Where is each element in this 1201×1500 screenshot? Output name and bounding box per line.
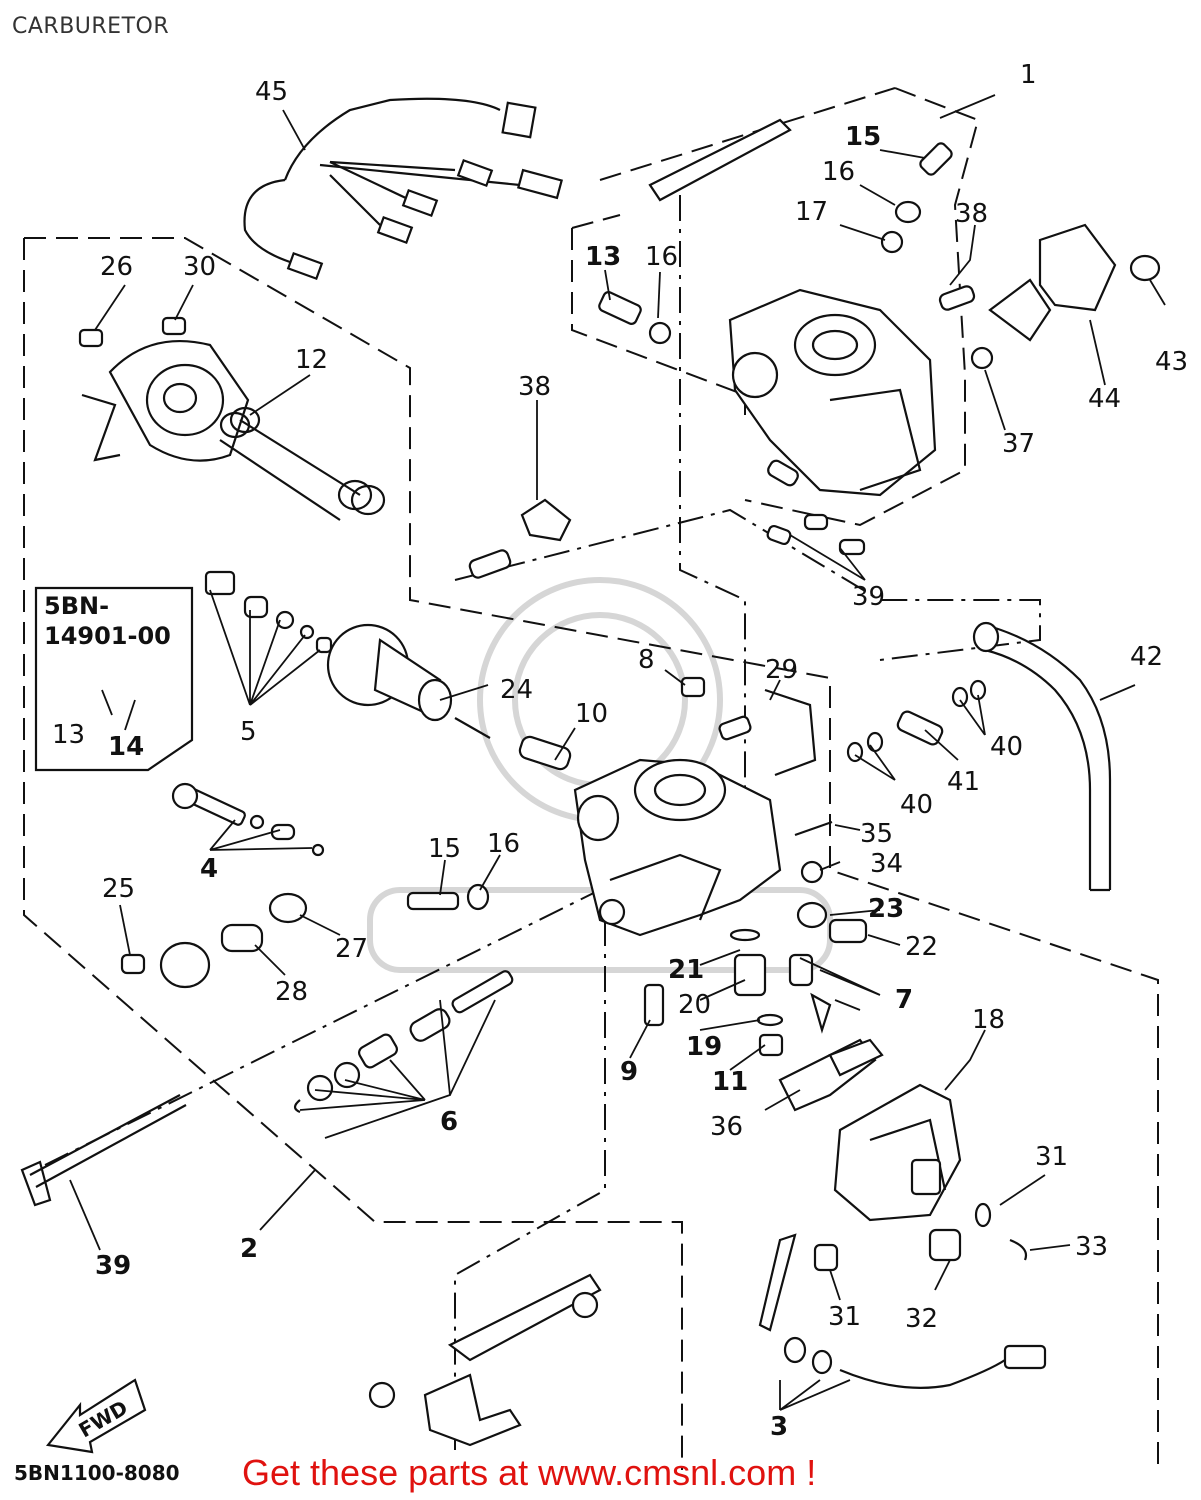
callout-21: 21 xyxy=(668,955,704,985)
group-outlines xyxy=(23,87,1159,1470)
part-shaft xyxy=(20,1094,187,1207)
callout-44: 44 xyxy=(1088,384,1121,414)
callout-27: 27 xyxy=(335,934,368,964)
page-title: CARBURETOR xyxy=(12,14,170,39)
callout-1: 1 xyxy=(1020,60,1037,90)
callout-31-lower: 31 xyxy=(828,1302,861,1332)
part-top-cover xyxy=(78,316,250,462)
callout-2: 2 xyxy=(240,1234,258,1264)
callout-15-lower: 15 xyxy=(428,834,461,864)
callout-16: 16 xyxy=(822,157,855,187)
callout-11: 11 xyxy=(712,1067,748,1097)
callout-23: 23 xyxy=(868,894,904,924)
part-throttle-cable xyxy=(783,1336,1047,1389)
part-needle-jet-10 xyxy=(518,735,572,771)
callout-33: 33 xyxy=(1075,1232,1108,1262)
callout-37: 37 xyxy=(1002,429,1035,459)
callout-26: 26 xyxy=(100,252,133,282)
callout-17: 17 xyxy=(795,197,828,227)
part-hose xyxy=(972,621,1112,892)
callout-34: 34 xyxy=(870,849,903,879)
leader-lines xyxy=(69,94,1166,1411)
part-upper-carburetor xyxy=(648,118,937,497)
callout-12: 12 xyxy=(295,345,328,375)
callout-4: 4 xyxy=(200,854,218,884)
callout-36: 36 xyxy=(710,1112,743,1142)
callout-40-lower: 40 xyxy=(900,790,933,820)
callout-42: 42 xyxy=(1130,642,1163,672)
callout-19: 19 xyxy=(686,1032,722,1062)
callout-25: 25 xyxy=(102,874,135,904)
callout-7: 7 xyxy=(895,985,913,1015)
part-piston-diaphragm xyxy=(204,570,491,739)
callout-31: 31 xyxy=(1035,1142,1068,1172)
callout-28: 28 xyxy=(275,977,308,1007)
callout-38-left: 38 xyxy=(518,372,551,402)
callout-35: 35 xyxy=(860,819,893,849)
promo-link-text[interactable]: Get these parts at www.cmsnl.com ! xyxy=(242,1452,817,1493)
callout-24: 24 xyxy=(500,675,533,705)
callout-39-lower: 39 xyxy=(95,1251,131,1281)
callout-18: 18 xyxy=(972,1005,1005,1035)
callout-30: 30 xyxy=(183,252,216,282)
callout-38: 38 xyxy=(955,199,988,229)
diagram-code: 5BN1100-8080 xyxy=(14,1461,180,1485)
callout-45: 45 xyxy=(255,77,288,107)
callout-40: 40 xyxy=(990,732,1023,762)
callout-6: 6 xyxy=(440,1107,458,1137)
callout-32: 32 xyxy=(905,1304,938,1334)
callout-15: 15 xyxy=(845,122,881,152)
inset-box-line1: 5BN- xyxy=(44,592,109,620)
callout-22: 22 xyxy=(905,932,938,962)
part-carburetor-body xyxy=(573,758,782,937)
callout-8: 8 xyxy=(638,645,655,675)
inset-box-line2: 14901-00 xyxy=(44,622,171,650)
inset-box: 5BN- 14901-00 xyxy=(34,586,194,772)
fwd-arrow: FWD xyxy=(45,1378,147,1454)
part-small-fittings xyxy=(120,142,1028,1332)
callout-9: 9 xyxy=(620,1057,638,1087)
part-float-bowl xyxy=(833,1083,962,1222)
callout-labels: 1 45 15 16 17 38 26 30 13 16 12 43 38 44… xyxy=(52,60,1188,1442)
callout-16-upper: 16 xyxy=(645,242,678,272)
callout-16-lower: 16 xyxy=(487,829,520,859)
callout-14: 14 xyxy=(108,732,144,762)
callout-43: 43 xyxy=(1155,347,1188,377)
callout-13-inset: 13 xyxy=(52,720,85,750)
callout-20: 20 xyxy=(678,990,711,1020)
callout-41: 41 xyxy=(947,767,980,797)
callout-39: 39 xyxy=(852,582,885,612)
part-bracket xyxy=(368,1273,602,1447)
part-spring-12 xyxy=(219,406,386,521)
part-wire-harness xyxy=(243,97,563,281)
callout-10: 10 xyxy=(575,699,608,729)
callout-5: 5 xyxy=(240,717,257,747)
callout-29: 29 xyxy=(765,655,798,685)
part-throttle-sensor xyxy=(988,223,1161,342)
part-float xyxy=(778,1038,884,1112)
callout-13: 13 xyxy=(585,242,621,272)
callout-3: 3 xyxy=(770,1412,788,1442)
